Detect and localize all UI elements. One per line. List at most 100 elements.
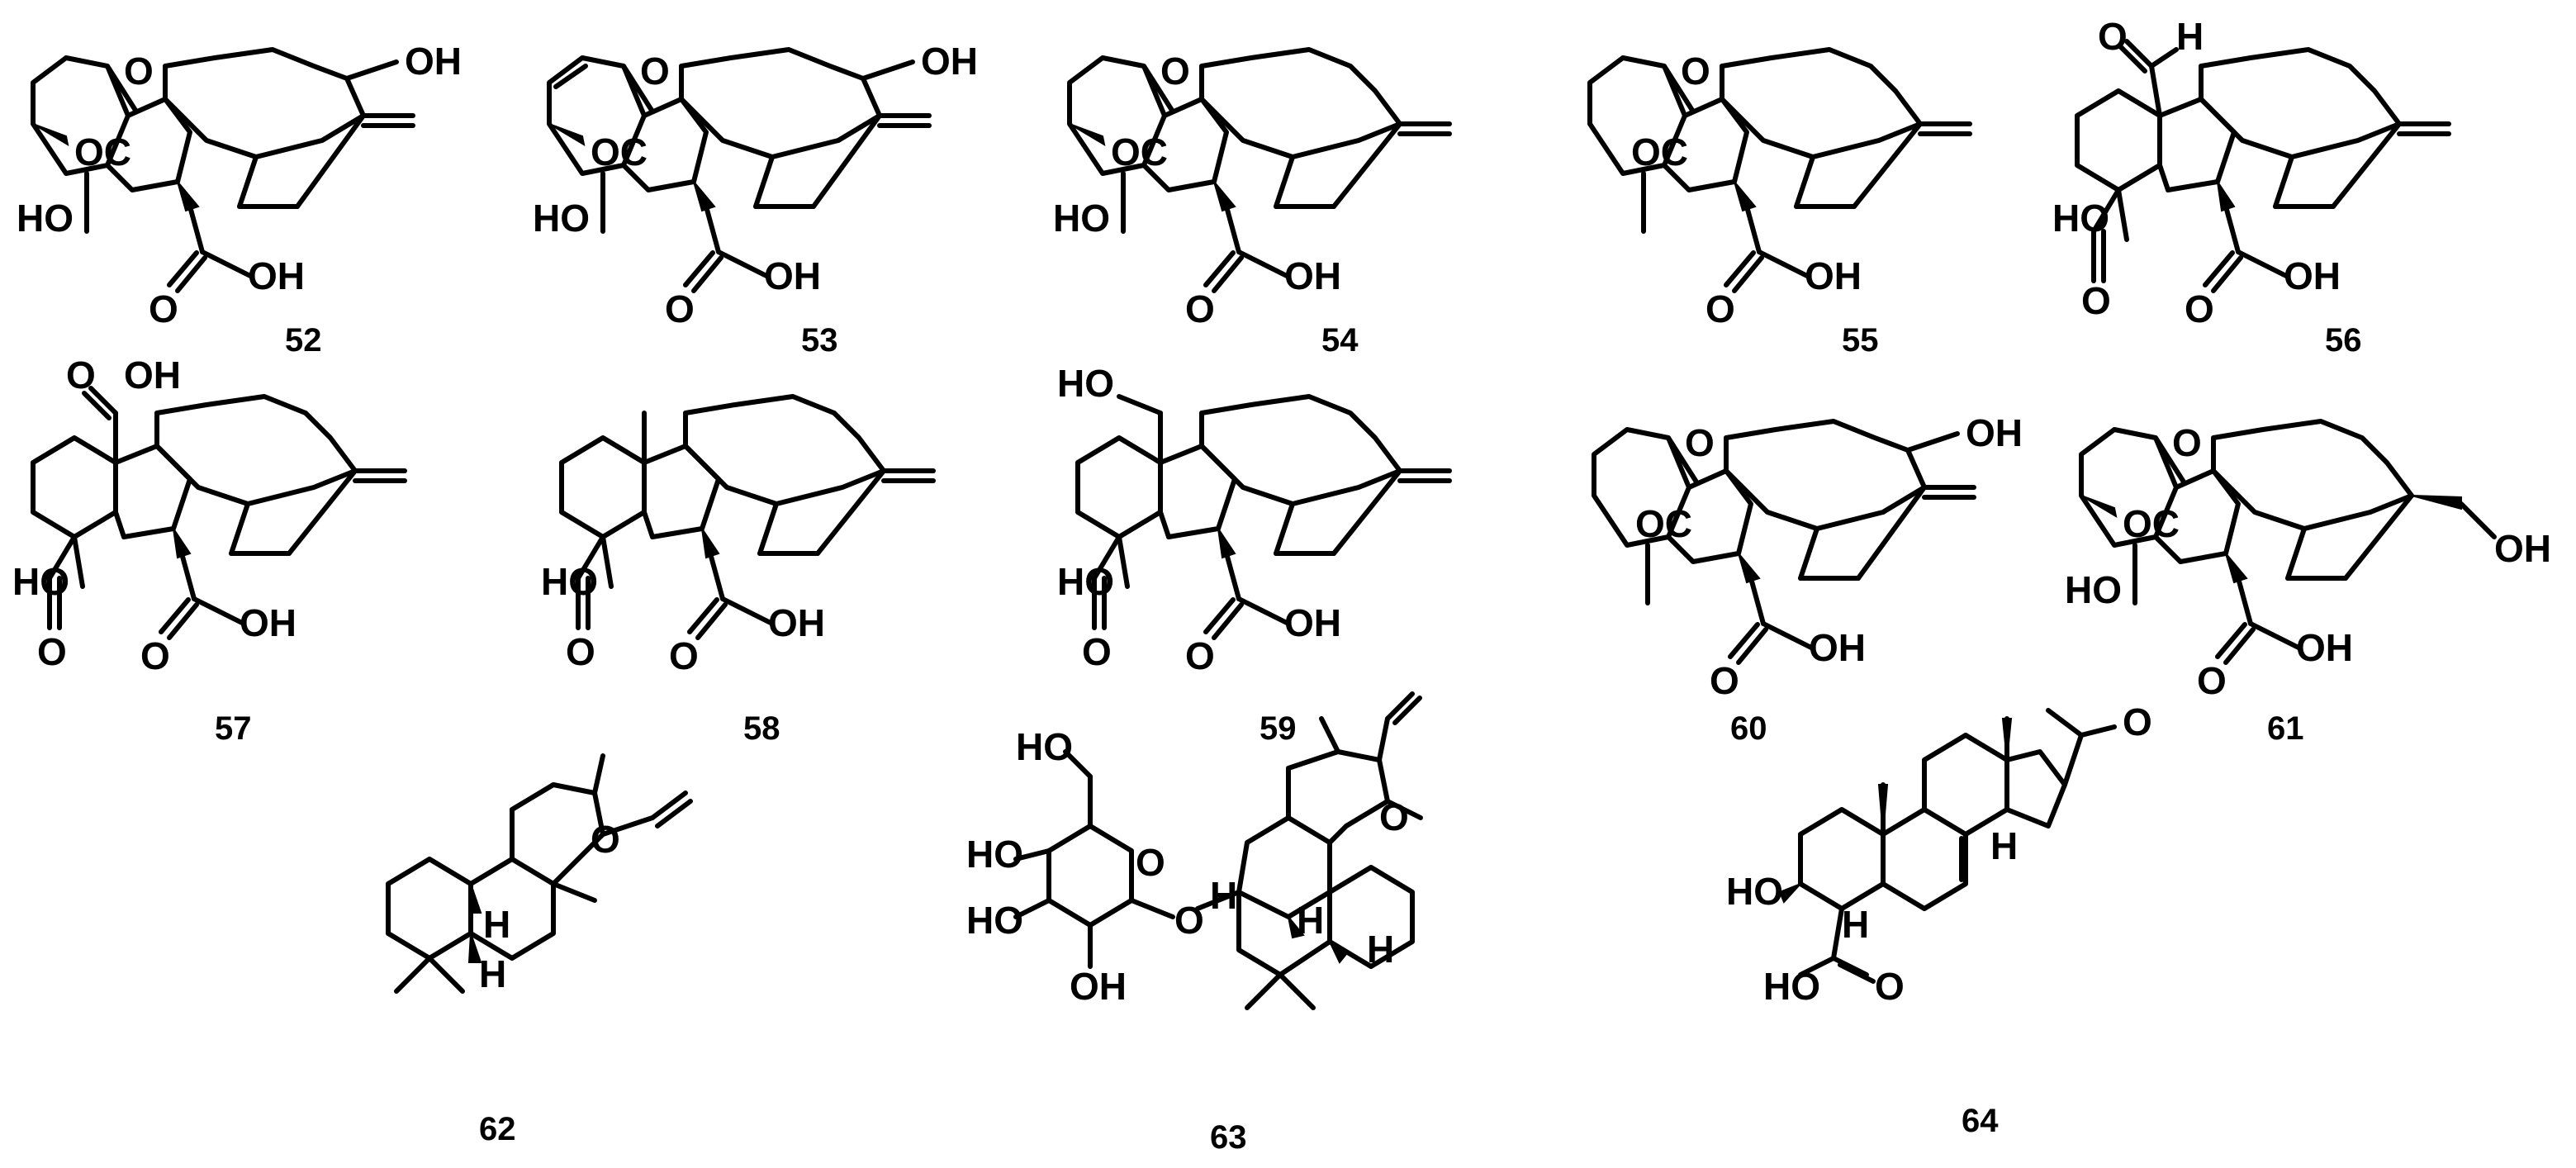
label-ald-h: H xyxy=(2176,15,2204,58)
label-h-low: H xyxy=(1842,903,1869,946)
label-ho-top: HO xyxy=(1016,725,1073,768)
compound-label: 53 xyxy=(801,322,838,358)
label-ho-left: HO xyxy=(533,197,590,240)
label-ho-left: HO xyxy=(12,560,69,603)
label-acid-o: O xyxy=(1875,965,1905,1008)
label-acid-o: O xyxy=(1710,659,1739,702)
compound-label: 61 xyxy=(2267,710,2304,747)
label-lower-o: O xyxy=(2081,279,2111,322)
label-ring-o: O xyxy=(640,50,670,93)
stereo-wedge xyxy=(2080,495,2118,519)
label-ho-left: HO xyxy=(1053,197,1110,240)
label-ho-left: HO xyxy=(2052,197,2109,240)
label-ring-o: O xyxy=(124,50,154,93)
skeleton-bonds xyxy=(31,386,407,640)
label-ring-o: O xyxy=(1160,50,1190,93)
label-acid-oh: OH xyxy=(2284,254,2341,297)
compound-label: 63 xyxy=(1210,1119,1247,1156)
label-acid-o: O xyxy=(1705,287,1735,330)
skeleton-bonds xyxy=(2075,39,2451,293)
skeleton-bonds xyxy=(386,753,693,994)
stereo-wedge xyxy=(2217,181,2236,212)
compound-58: HO O O OH 58 xyxy=(541,394,936,747)
label-oc: OC xyxy=(1111,131,1168,173)
compound-label: 60 xyxy=(1730,710,1767,747)
label-acid-o: O xyxy=(1185,634,1215,677)
compound-59: HO HO O O OH 59 xyxy=(1057,362,1452,747)
compound-label: 58 xyxy=(743,710,780,747)
label-top-oh: OH xyxy=(124,354,181,396)
compound-63: HO HO HO OH O O O H H H 63 xyxy=(966,691,1423,1156)
compound-label: 64 xyxy=(1962,1103,1999,1139)
stereo-wedge xyxy=(2411,495,2462,510)
compound-label: 62 xyxy=(479,1111,516,1147)
skeleton-bonds xyxy=(547,47,932,293)
label-h-upper: H xyxy=(483,903,510,946)
stereo-wedge xyxy=(1734,181,1757,212)
compound-52: OH O OC HO O OH 52 xyxy=(17,40,462,358)
compound-53: OH O OC HO O OH 53 xyxy=(533,40,978,358)
label-ho-top: HO xyxy=(1057,362,1114,405)
stereo-wedge xyxy=(177,181,200,212)
label-lower-o: O xyxy=(566,630,595,673)
label-oh-bottom: OH xyxy=(1070,965,1127,1008)
compound-56: O H HO O O OH 56 xyxy=(2052,15,2451,358)
compound-label: 56 xyxy=(2325,322,2362,358)
label-ketone-o: O xyxy=(2123,700,2152,743)
label-oh-top: OH xyxy=(921,40,978,83)
label-acid-oh: OH xyxy=(2296,626,2353,669)
label-ring-o: O xyxy=(591,818,620,861)
compound-54: O OC HO O OH 54 xyxy=(1053,47,1452,358)
skeleton-bonds xyxy=(1592,419,1976,665)
label-ring-o: O xyxy=(1685,421,1715,464)
label-acid-oh: OH xyxy=(1809,626,1866,669)
stereo-wedge xyxy=(467,883,482,914)
label-h-mid: H xyxy=(1297,899,1324,942)
label-ho-low: HO xyxy=(966,899,1023,942)
label-h-mid: H xyxy=(1990,824,2018,867)
label-oc: OC xyxy=(591,131,648,173)
compound-61: O OC HO OH O OH 61 xyxy=(2065,419,2551,747)
label-ho-mid: HO xyxy=(966,833,1023,876)
stereo-wedge xyxy=(1213,181,1236,212)
label-lower-o: O xyxy=(1082,630,1112,673)
label-acid-o: O xyxy=(2197,659,2227,702)
label-acid-o: O xyxy=(665,287,695,330)
stereo-wedge xyxy=(32,123,69,147)
label-oc: OC xyxy=(1631,131,1688,173)
compound-label: 52 xyxy=(285,322,322,358)
label-ho-left: HO xyxy=(1057,560,1114,603)
skeleton-bonds xyxy=(559,394,936,640)
label-acid-ho: HO xyxy=(1763,965,1820,1008)
label-oc: OC xyxy=(1635,502,1692,545)
label-acid-oh: OH xyxy=(768,601,825,644)
compound-55: O OC O OH 55 xyxy=(1587,47,1972,358)
label-oh-top: OH xyxy=(1966,411,2023,454)
label-ho-left: HO xyxy=(1726,870,1783,913)
skeleton-bonds xyxy=(1013,691,1423,1010)
label-sugar-o: O xyxy=(1136,841,1165,884)
stereo-wedge xyxy=(467,933,482,963)
label-acid-oh: OH xyxy=(1284,254,1341,297)
compound-60: OH O OC O OH 60 xyxy=(1592,411,2023,747)
label-acid-oh: OH xyxy=(1284,601,1341,644)
label-ring-o: O xyxy=(1681,50,1710,93)
compound-62: O H H 62 xyxy=(386,753,693,1147)
label-acid-o: O xyxy=(140,634,170,677)
label-acid-o: O xyxy=(669,634,699,677)
compound-label: 57 xyxy=(215,710,252,747)
stereo-wedge xyxy=(1069,123,1106,147)
compound-label: 54 xyxy=(1321,322,1359,358)
stereo-wedge xyxy=(2225,553,2248,584)
label-h-lower: H xyxy=(479,952,506,995)
stereo-wedge xyxy=(548,123,586,147)
label-oh-right: OH xyxy=(2494,527,2551,570)
stereo-wedge xyxy=(173,528,192,559)
skeleton-bonds xyxy=(1067,47,1452,293)
label-acid-oh: OH xyxy=(1805,254,1862,297)
compound-label: 55 xyxy=(1842,322,1879,358)
stereo-wedge xyxy=(1217,528,1236,559)
compound-64: O HO H H HO O 64 xyxy=(1726,700,2152,1139)
